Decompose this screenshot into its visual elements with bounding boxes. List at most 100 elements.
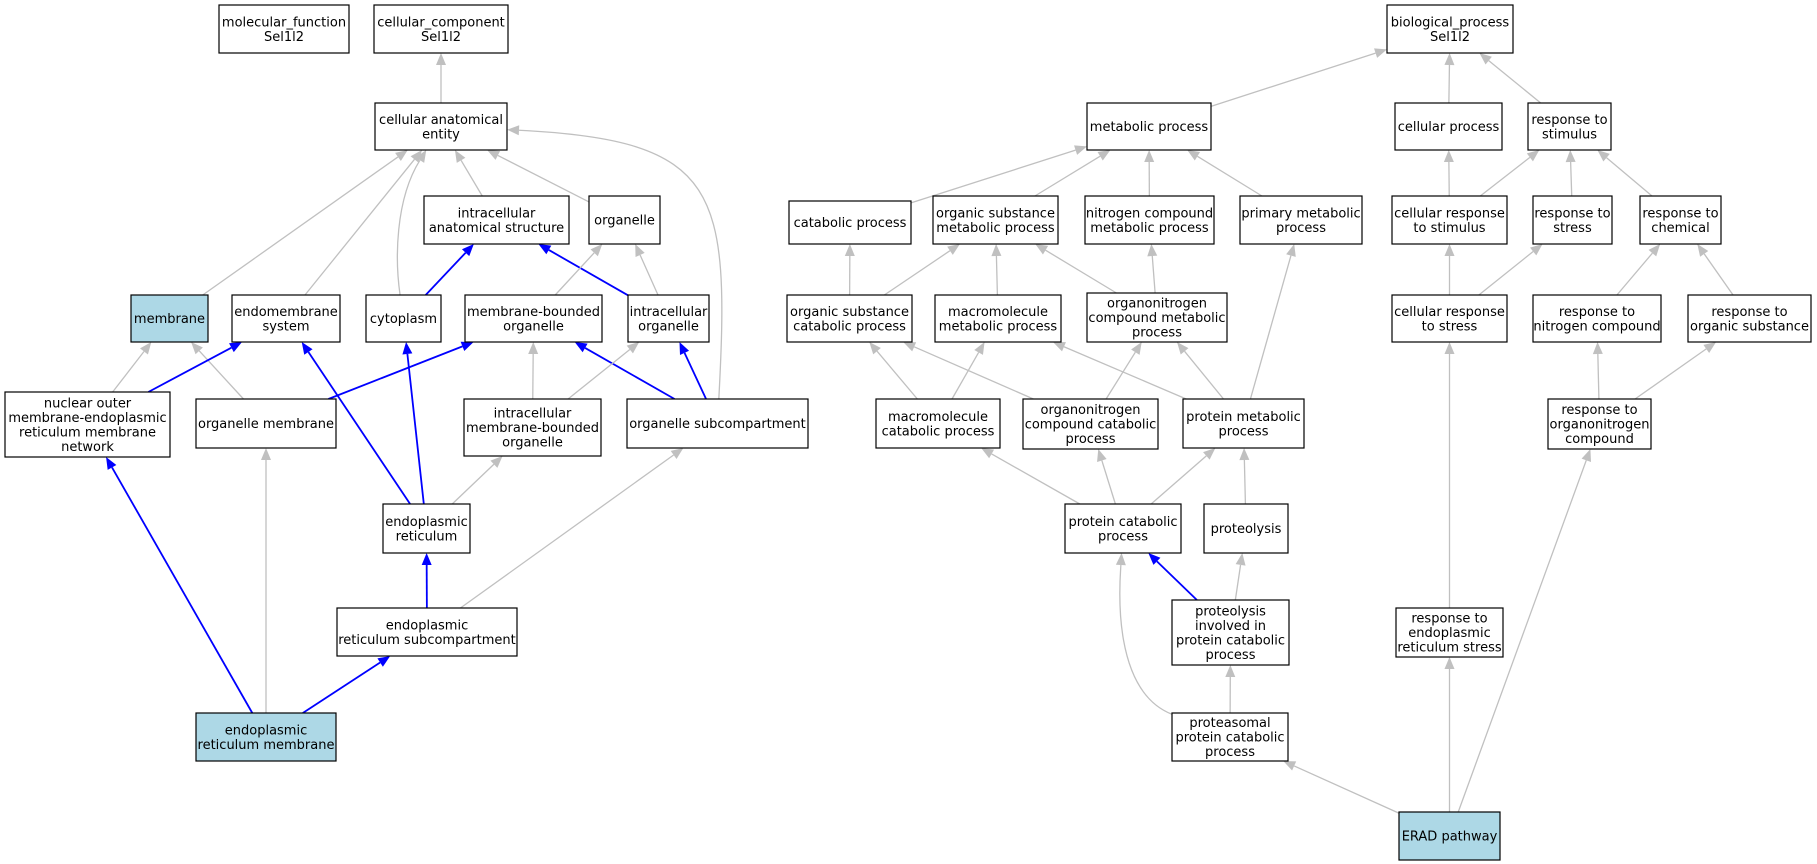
arrowhead-rtoc-to-rtos — [1703, 342, 1717, 353]
node-label-line: involved in — [1195, 619, 1266, 634]
edge-metp-to-bp — [1210, 52, 1376, 108]
node-cellp[interactable]: cellular process — [1394, 102, 1503, 151]
edges-layer — [106, 48, 1734, 814]
node-label-line: protein metabolic — [1186, 410, 1301, 425]
edge-ias-to-cae — [460, 159, 483, 197]
node-mem[interactable]: membrane — [130, 294, 209, 343]
node-label-line: reticulum subcompartment — [338, 633, 516, 648]
arrowhead-prmp-to-pmp — [1286, 244, 1296, 257]
node-catp[interactable]: catabolic process — [788, 200, 912, 245]
edge-er-to-ems — [307, 351, 411, 505]
node-metp[interactable]: metabolic process — [1086, 102, 1212, 151]
node-label-line: organelle — [638, 319, 699, 334]
node-org[interactable]: organelle — [588, 195, 661, 245]
arrowhead-rtos-to-rtc — [1697, 244, 1709, 257]
node-prot[interactable]: proteolysis — [1203, 503, 1289, 554]
arrowhead-cellp-to-bp — [1444, 53, 1455, 66]
arrowhead-rts-to-bp — [1479, 53, 1492, 65]
edge-pmp-to-metp — [1197, 155, 1263, 197]
node-label-line: membrane-bounded — [466, 421, 599, 436]
node-label-line: endomembrane — [234, 305, 338, 320]
arrowhead-ocmp-to-ncmp — [1147, 244, 1158, 257]
arrowhead-om-to-mbo — [460, 341, 474, 352]
arrowhead-io-to-org — [635, 244, 645, 257]
node-nom[interactable]: nuclear outermembrane-endoplasmicreticul… — [4, 391, 171, 458]
node-box — [626, 398, 809, 449]
node-label-line: endoplasmic — [386, 618, 468, 633]
node-label-line: cellular_component — [377, 15, 505, 30]
edge-rtoc-to-rtnc — [1597, 353, 1600, 400]
arrowhead-ersc-to-osc — [670, 448, 684, 460]
node-box — [1391, 294, 1508, 343]
node-box — [627, 294, 710, 343]
node-label-line: entity — [422, 127, 460, 142]
edge-ppcp-to-pcp — [1119, 564, 1173, 715]
arrowhead-erad-to-ppcp — [1283, 761, 1297, 771]
arrowhead-ocmp-to-osmp — [1035, 244, 1049, 255]
arrowhead-prmp-to-mmp — [1052, 342, 1066, 352]
node-osc[interactable]: organelle subcompartment — [626, 398, 809, 449]
arrowhead-erad-to-rters — [1444, 657, 1455, 669]
node-om[interactable]: organelle membrane — [195, 398, 337, 449]
edge-osc-to-cae — [518, 129, 723, 400]
arrowhead-crtstress-to-crts — [1444, 244, 1455, 256]
edge-cyt-to-cae — [396, 159, 421, 296]
node-label-line: cytoplasm — [370, 312, 437, 327]
node-erad[interactable]: ERAD pathway — [1398, 811, 1501, 861]
node-label-line: macromolecule — [948, 305, 1048, 320]
node-label-line: cellular anatomical — [379, 113, 503, 128]
node-cyt[interactable]: cytoplasm — [365, 294, 442, 343]
node-label-line: organelle subcompartment — [629, 417, 806, 432]
node-box — [786, 294, 913, 343]
arrowhead-mbo-to-org — [590, 244, 603, 257]
edge-mbo-to-org — [554, 252, 595, 296]
arrowhead-erm-to-om — [261, 448, 271, 460]
arrowhead-osmp-to-metp — [1097, 150, 1111, 161]
node-label-line: organonitrogen — [1107, 297, 1207, 312]
arrowhead-osc-to-io — [679, 342, 690, 355]
edge-pcp-to-occp — [1101, 460, 1117, 505]
edge-prmp-to-ocmp — [1184, 350, 1225, 400]
node-box — [464, 294, 603, 343]
node-box — [1391, 195, 1508, 245]
node-label-line: process — [1098, 529, 1148, 544]
edge-mcp-to-mmp — [951, 352, 980, 400]
node-label-line: anatomical structure — [429, 221, 564, 236]
node-box — [195, 712, 337, 762]
arrowhead-erad-to-rtoc — [1581, 449, 1591, 462]
node-label-line: organic substance — [936, 206, 1055, 221]
